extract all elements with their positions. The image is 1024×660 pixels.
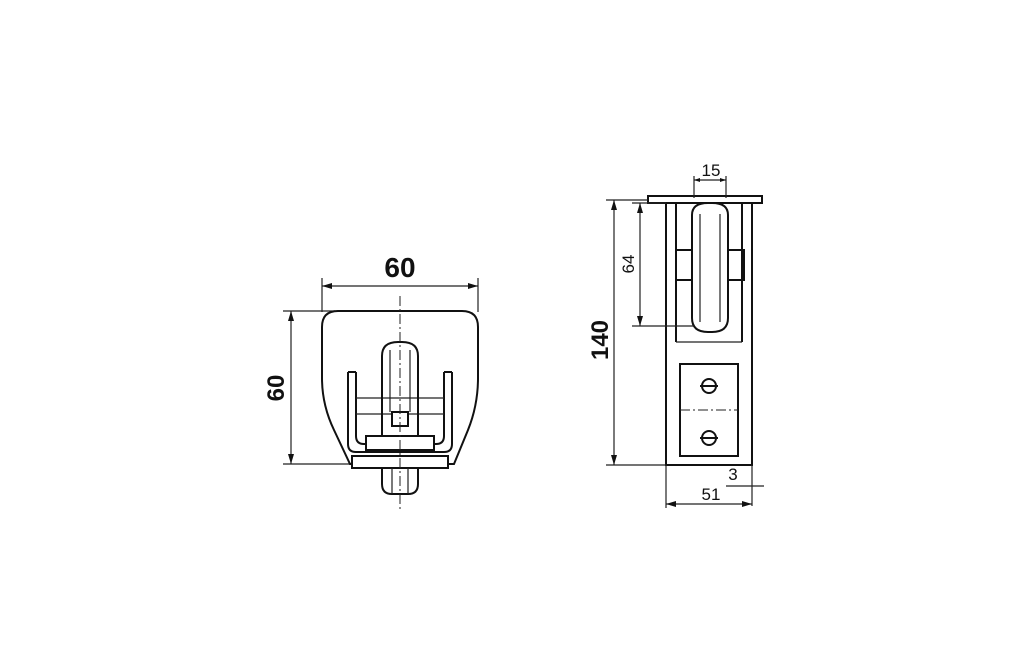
side-bottom-width-label: 51 xyxy=(702,485,721,504)
side-main-body xyxy=(665,202,753,466)
front-view: 60 60 xyxy=(263,252,479,512)
side-wheel-slot xyxy=(691,202,729,333)
side-hole-upper xyxy=(700,378,718,394)
side-view: 15 64 140 3 xyxy=(587,161,764,508)
side-total-height-label: 140 xyxy=(587,320,614,360)
side-top-dimension: 15 xyxy=(693,161,727,198)
front-body-outline xyxy=(321,310,479,465)
side-total-height-dimension: 140 xyxy=(587,199,666,466)
side-top-label: 15 xyxy=(702,161,721,180)
side-hole-lower xyxy=(700,430,718,446)
side-small-dimension: 3 xyxy=(726,465,764,506)
side-bottom-width-dimension: 51 xyxy=(665,465,752,508)
front-inner-yoke xyxy=(347,371,453,453)
side-top-plate xyxy=(647,195,763,204)
front-height-label: 60 xyxy=(263,375,290,402)
side-upper-label: 64 xyxy=(619,255,638,274)
front-width-dimension: 60 xyxy=(321,252,479,312)
front-width-label: 60 xyxy=(384,252,415,283)
front-height-dimension: 60 xyxy=(263,310,352,465)
side-small-label: 3 xyxy=(728,465,737,484)
side-upper-dimension: 64 xyxy=(619,202,694,327)
